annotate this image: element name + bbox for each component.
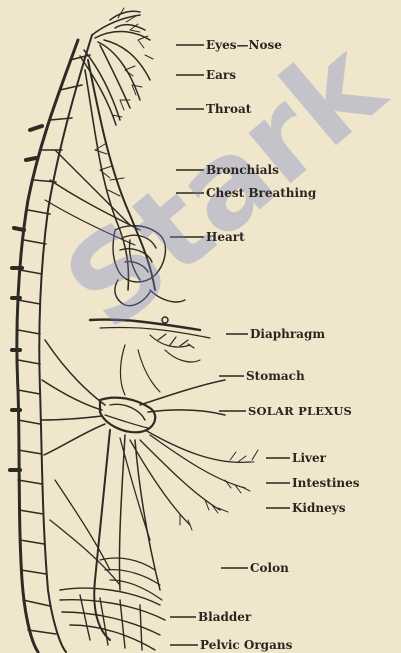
stomach-branches: [120, 334, 200, 395]
label-bladder: Bladder: [198, 610, 251, 624]
label-intestines: Intestines: [292, 476, 360, 490]
label-heart: Heart: [206, 230, 245, 244]
cranial-twigs: [112, 8, 153, 117]
spinal-chain-outer: [17, 40, 78, 652]
label-chest-breathing: Chest Breathing: [206, 186, 316, 200]
label-throat: Throat: [206, 102, 251, 116]
label-ears: Ears: [206, 68, 236, 82]
plexus-rays: [42, 340, 225, 455]
label-kidneys: Kidneys: [292, 501, 345, 515]
label-liver: Liver: [292, 451, 326, 465]
label-stomach: Stomach: [246, 369, 305, 383]
label-pelvic-organs: Pelvic Organs: [200, 638, 292, 652]
ganglia: [10, 126, 42, 470]
vagus-nerve: [88, 60, 155, 290]
label-bronchials: Bronchials: [206, 163, 279, 177]
label-colon: Colon: [250, 561, 289, 575]
pelvic-plexus: [60, 588, 165, 650]
label-diaphragm: Diaphragm: [250, 327, 325, 341]
label-eyes-nose: Eyes—Nose: [206, 38, 282, 52]
label-solar-plexus: SOLAR PLEXUS: [248, 404, 352, 418]
spinal-rungs: [18, 55, 90, 634]
